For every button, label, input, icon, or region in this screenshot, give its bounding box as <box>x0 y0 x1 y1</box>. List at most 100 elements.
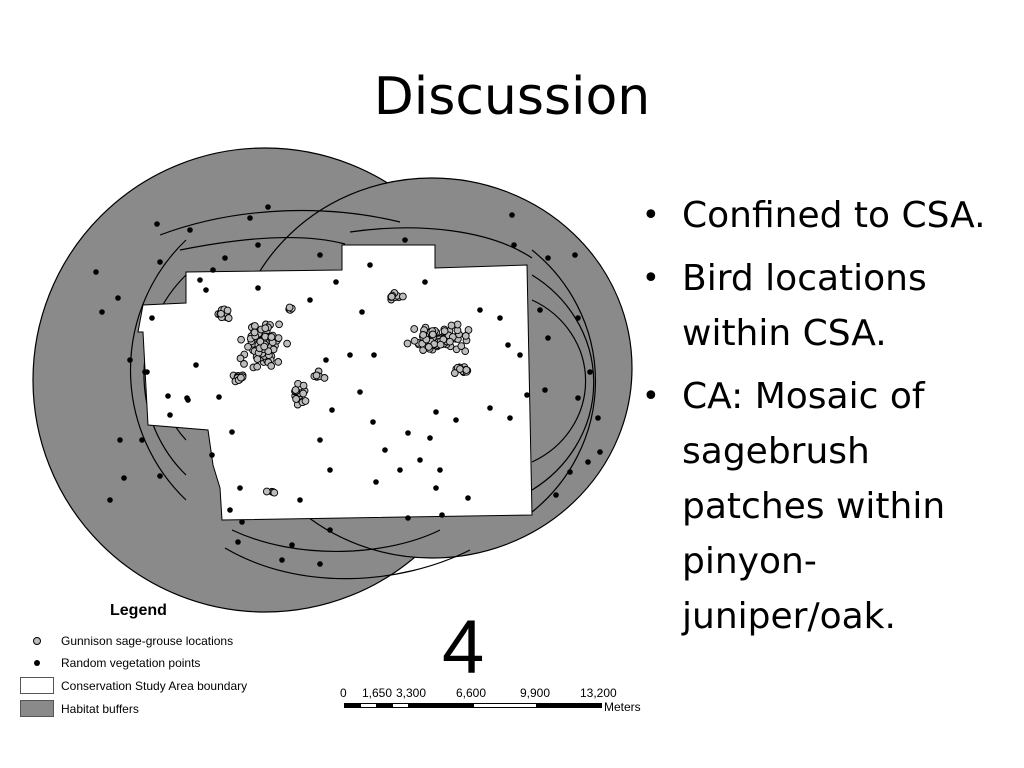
random-vegetation-point <box>229 429 235 435</box>
grouse-location-point <box>299 389 308 398</box>
random-vegetation-point <box>329 407 335 413</box>
bullet-text: Confined to CSA. <box>682 195 986 236</box>
scale-segment <box>408 703 474 708</box>
random-vegetation-point <box>157 259 163 265</box>
conservation-study-area <box>137 244 533 521</box>
random-vegetation-point <box>115 295 121 301</box>
grouse-location-point <box>446 337 454 346</box>
random-vegetation-point <box>167 412 173 418</box>
grouse-location-point <box>237 335 245 344</box>
random-vegetation-point <box>417 457 423 463</box>
random-vegetation-point <box>107 497 113 503</box>
random-vegetation-points <box>93 204 603 567</box>
scale-tick-label: 6,600 <box>456 686 487 700</box>
random-vegetation-point <box>347 352 353 358</box>
grouse-location-point <box>410 325 419 333</box>
grouse-location-point <box>267 333 276 341</box>
scale-bar: 0 1,650 3,300 6,600 9,900 13,200 Meters <box>336 684 656 724</box>
random-vegetation-point <box>307 297 313 303</box>
random-vegetation-point <box>437 467 443 473</box>
grouse-location-point <box>456 365 464 373</box>
random-vegetation-point <box>595 415 601 421</box>
random-vegetation-point <box>367 262 373 268</box>
random-vegetation-point <box>93 269 99 275</box>
random-vegetation-point <box>371 352 377 358</box>
random-vegetation-point <box>405 515 411 521</box>
grouse-location-point <box>274 334 283 342</box>
bullet-icon: • <box>642 198 660 233</box>
random-vegetation-point <box>537 307 543 313</box>
scale-segment <box>360 703 377 708</box>
grouse-location-point <box>267 362 276 370</box>
random-vegetation-point <box>317 437 323 443</box>
random-vegetation-point <box>545 335 551 341</box>
random-vegetation-point <box>333 279 339 285</box>
random-vegetation-point <box>193 362 199 368</box>
scale-segment <box>376 703 393 708</box>
random-vegetation-point <box>237 485 243 491</box>
grouse-location-point <box>283 339 291 348</box>
random-vegetation-point <box>587 369 593 375</box>
random-vegetation-point <box>187 227 193 233</box>
random-vegetation-point <box>142 369 148 375</box>
random-vegetation-point <box>465 495 471 501</box>
bullet-list: • Confined to CSA. • Bird locations with… <box>640 188 1010 652</box>
random-vegetation-point <box>117 437 123 443</box>
scale-unit: Meters <box>604 700 641 714</box>
grouse-location-point <box>253 362 262 371</box>
random-vegetation-point <box>597 449 603 455</box>
random-vegetation-point <box>289 542 295 548</box>
grouse-location-point <box>461 332 470 340</box>
scale-segment <box>344 703 361 708</box>
random-vegetation-point <box>517 352 523 358</box>
random-vegetation-point <box>327 527 333 533</box>
random-vegetation-point <box>497 315 503 321</box>
random-vegetation-point <box>165 393 171 399</box>
grouse-location-point <box>461 347 470 356</box>
random-vegetation-point <box>203 287 209 293</box>
random-vegetation-point <box>359 309 365 315</box>
random-vegetation-point <box>255 285 261 291</box>
random-vegetation-point <box>382 447 388 453</box>
random-vegetation-point <box>453 417 459 423</box>
grouse-location-point <box>312 371 321 380</box>
legend-label: Random vegetation points <box>61 656 201 670</box>
north-arrow-label: 4 <box>442 605 485 690</box>
scale-segment <box>473 703 537 708</box>
white-box-icon <box>20 677 54 695</box>
bullet-text: CA: Mosaic of sagebrush patches within p… <box>682 376 946 637</box>
grouse-location-point <box>436 340 445 349</box>
grouse-location-point <box>217 309 225 318</box>
random-vegetation-point <box>265 204 271 210</box>
random-vegetation-point <box>422 279 428 285</box>
random-vegetation-point <box>317 252 323 258</box>
bullet-icon: • <box>642 379 660 414</box>
random-vegetation-point <box>222 255 228 261</box>
bullet-item: • Bird locations within CSA. <box>640 251 1010 361</box>
random-vegetation-point <box>139 437 145 443</box>
random-vegetation-point <box>575 395 581 401</box>
legend-title: Legend <box>110 602 167 619</box>
random-vegetation-point <box>402 237 408 243</box>
random-vegetation-point <box>370 419 376 425</box>
grouse-location-point <box>450 369 459 377</box>
grouse-location-point <box>261 324 270 333</box>
random-vegetation-point <box>99 309 105 315</box>
grouse-location-point <box>237 373 245 382</box>
random-vegetation-point <box>357 389 363 395</box>
random-vegetation-point <box>247 215 253 221</box>
grouse-location-points <box>214 289 473 497</box>
grouse-location-point <box>251 322 259 330</box>
scale-tick-label: 9,900 <box>520 686 551 700</box>
random-vegetation-point <box>553 492 559 498</box>
random-vegetation-point <box>567 469 573 475</box>
black-dot-icon <box>20 654 54 672</box>
slide-title: Discussion <box>373 67 651 127</box>
scale-tick-label: 13,200 <box>580 686 617 700</box>
random-vegetation-point <box>227 507 233 513</box>
random-vegetation-point <box>297 497 303 503</box>
grouse-location-point <box>260 342 269 351</box>
grouse-location-point <box>457 342 466 350</box>
grouse-location-point <box>419 331 428 339</box>
grouse-location-point <box>291 386 300 394</box>
